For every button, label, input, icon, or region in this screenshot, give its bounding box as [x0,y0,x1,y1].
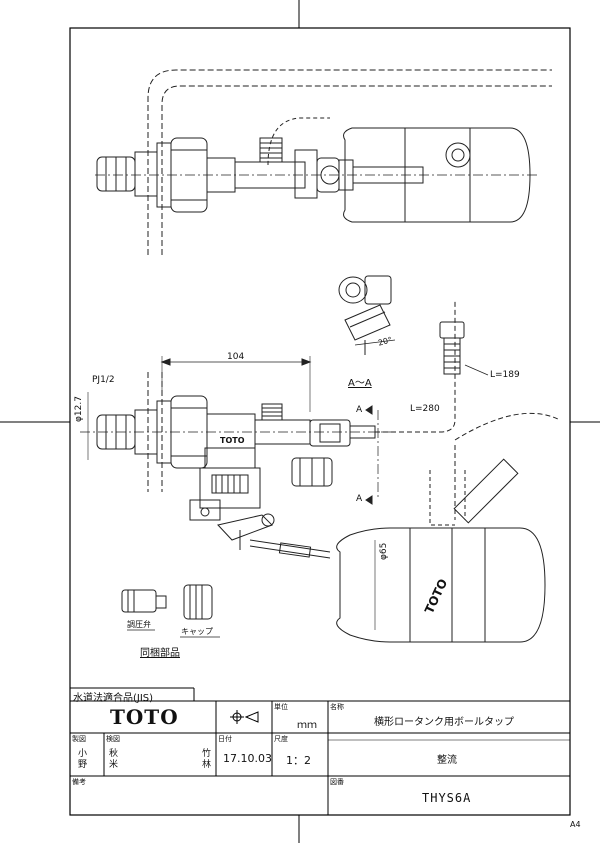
dim-diameter: φ12.7 [74,396,84,422]
drawing-number: THYS6A [422,791,472,805]
scale-value: 1：2 [286,754,311,767]
title-block [70,687,570,815]
drawing-border [69,27,571,816]
paper-size: A4 [570,820,581,829]
made-by-name-1: 小 [78,749,88,759]
name-label: 名称 [330,703,344,711]
unit-value: ｍｍ [297,720,317,731]
section-mark-upper: A [356,405,363,415]
date-label: 日付 [218,735,232,743]
float-diameter: φ65 [379,542,389,560]
dim-104: 104 [227,352,245,362]
section-view-title: A～A [348,378,372,389]
approve-name-2: 林 [202,760,212,770]
cap-detail [439,321,489,376]
brand-logo-text: TOTO [110,705,179,729]
length-189: L=189 [490,370,520,380]
included-parts-title: 同梱部品 [140,648,180,659]
approve-name-1: 竹 [202,749,212,759]
made-by-name-2: 野 [78,760,88,770]
scale-label: 尺度 [274,735,288,743]
remarks-label: 備考 [72,778,86,786]
unit-label: 単位 [274,703,288,711]
check-name-1: 秋 [109,749,119,759]
check-name-2: 米 [109,760,119,770]
compliance-label: 水道法適合品(JIS) [73,693,154,704]
rectifier-label: 整流 [437,755,457,766]
date-value: 17.10.03 [223,752,272,765]
body-brand: TOTO [220,436,245,445]
section-a-a [338,275,396,355]
section-mark-lower: A [356,494,363,504]
dim-pj: PJ1/2 [92,375,115,385]
top-view [95,69,552,255]
made-by-label: 製図 [72,735,86,743]
check-label: 検図 [106,735,120,743]
regulator-label: 調圧弁 [127,620,151,629]
included-parts-drawing [121,584,220,638]
cap-label: キャップ [181,627,213,636]
drawing-number-label: 図番 [330,778,344,786]
product-name: 横形ロータンク用ボールタップ [374,717,514,728]
front-view [80,300,561,643]
length-280: L=280 [410,404,440,414]
